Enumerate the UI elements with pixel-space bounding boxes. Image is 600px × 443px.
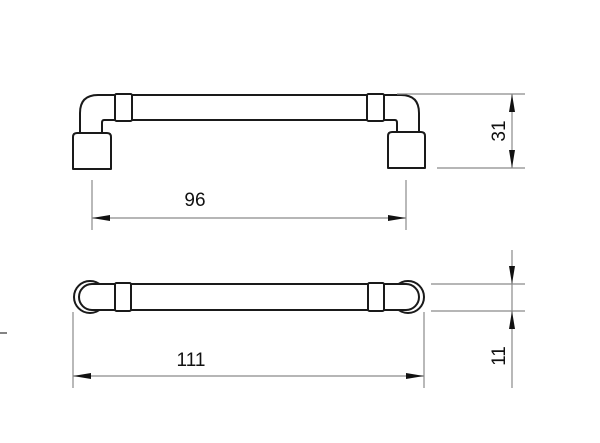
left-foot bbox=[72, 132, 112, 170]
top-view-bar bbox=[78, 283, 420, 311]
left-elbow bbox=[79, 94, 117, 134]
right-foot bbox=[387, 131, 426, 169]
dimension-label-96: 96 bbox=[184, 190, 205, 211]
side-view-handle bbox=[72, 93, 426, 170]
top-left-connector-ring bbox=[114, 282, 132, 312]
top-view-handle bbox=[73, 280, 425, 314]
left-connector-ring bbox=[114, 93, 133, 122]
right-elbow bbox=[382, 94, 420, 133]
handle-bar bbox=[131, 94, 368, 121]
dimension-label-11: 11 bbox=[489, 346, 510, 366]
right-connector-ring bbox=[366, 93, 385, 122]
top-right-connector-ring bbox=[367, 282, 385, 312]
dimension-label-111: 111 bbox=[177, 350, 206, 371]
dimension-11: 11 bbox=[431, 250, 525, 388]
dimension-label-31: 31 bbox=[489, 120, 510, 141]
dimension-96: 96 bbox=[91, 180, 407, 230]
dimension-31: 31 bbox=[397, 93, 525, 169]
dimension-111: 111 bbox=[72, 312, 425, 388]
